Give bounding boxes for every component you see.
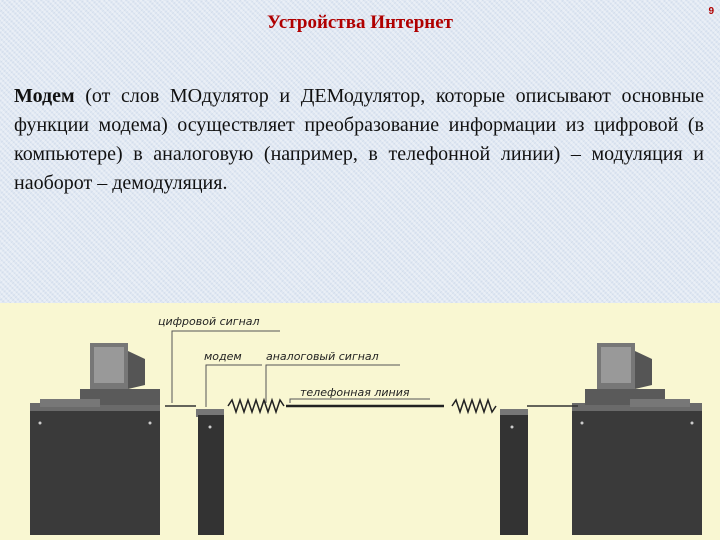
label-telephone-line: телефонная линия xyxy=(300,386,410,399)
right-desk xyxy=(572,409,702,535)
analog-signal-left xyxy=(227,397,285,415)
label-modem: модем xyxy=(204,350,242,363)
left-tower xyxy=(198,415,224,535)
label-analog-signal: аналоговый сигнал xyxy=(266,350,379,363)
left-desk xyxy=(30,409,160,535)
right-modem xyxy=(500,409,528,417)
right-tower xyxy=(500,415,528,535)
left-modem xyxy=(196,409,224,417)
right-computer xyxy=(572,343,702,535)
label-digital-signal: цифровой сигнал xyxy=(158,315,260,328)
analog-signal-right xyxy=(451,397,497,415)
page-number: 9 xyxy=(708,6,714,17)
diagram-svg: цифровой сигнал модем аналоговый сигнал … xyxy=(30,315,702,535)
slide-title: Устройства Интернет xyxy=(267,12,453,33)
body-paragraph: Модем (от слов МОдулятор и ДЕМодулятор, … xyxy=(14,82,704,198)
modem-diagram: цифровой сигнал модем аналоговый сигнал … xyxy=(0,303,720,540)
left-computer xyxy=(30,343,160,535)
term-modem: Модем xyxy=(14,85,75,107)
paragraph-text: (от слов МОдулятор и ДЕМодулятор, которы… xyxy=(14,85,704,194)
